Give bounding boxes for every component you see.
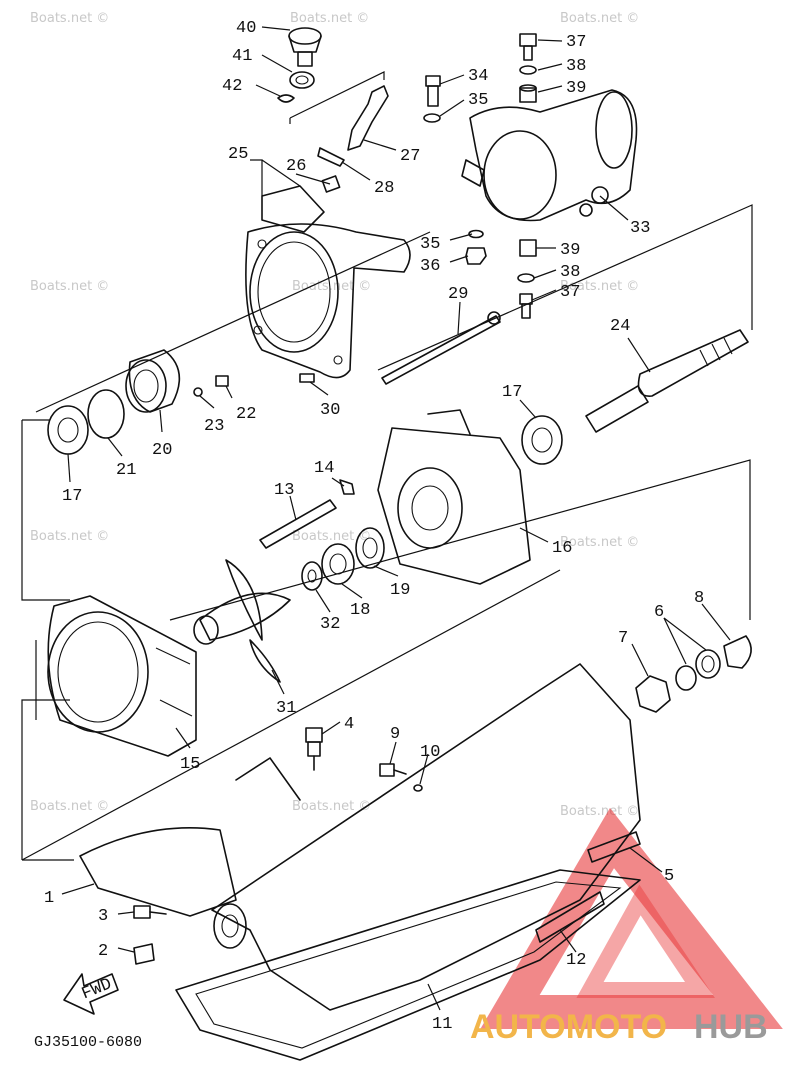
vent-cap-assembly: [277, 27, 322, 103]
brand-logo: [480, 807, 783, 1029]
watermark-text: Boats.net ©: [292, 279, 371, 294]
callout-number: 10: [420, 743, 440, 762]
callout-number: 5: [664, 867, 674, 886]
callout-number: 39: [566, 79, 586, 98]
small-fasteners: [305, 727, 423, 792]
callout-number: 20: [152, 441, 172, 460]
watermark-text: Boats.net ©: [292, 529, 371, 544]
assembly-frame-lines: [21, 71, 753, 861]
callout-number: 17: [502, 383, 522, 402]
watermark-text: Boats.net ©: [30, 279, 109, 294]
callout-number: 2: [98, 942, 108, 961]
jet-nozzle-housing: [245, 185, 411, 383]
callout-number: 23: [204, 417, 224, 436]
callout-number: 29: [448, 285, 468, 304]
callout-number: 24: [610, 317, 630, 336]
callout-number: 40: [236, 19, 256, 38]
callout-number: 17: [62, 487, 82, 506]
callout-number: 41: [232, 47, 252, 66]
callout-number: 9: [390, 725, 400, 744]
callout-number: 30: [320, 401, 340, 420]
callout-number: 7: [618, 629, 628, 648]
callout-number: 12: [566, 951, 586, 970]
callout-number: 8: [694, 589, 704, 608]
brand-triangle-inner-icon: [576, 884, 715, 998]
callout-number: 31: [276, 699, 296, 718]
fwd-arrow-icon: FWD: [63, 973, 119, 1015]
callout-number: 42: [222, 77, 242, 96]
callout-number: 16: [552, 539, 572, 558]
bolts-mid: [465, 229, 537, 319]
shafts: [381, 311, 749, 433]
callout-number: 36: [420, 257, 440, 276]
pump-outlet-housing: [461, 89, 638, 222]
callout-number: 18: [350, 601, 370, 620]
callout-number: 11: [432, 1015, 452, 1034]
callout-number: 15: [180, 755, 200, 774]
callout-number: 6: [654, 603, 664, 622]
bolts-top: [423, 33, 537, 123]
watermark-text: Boats.net ©: [560, 279, 639, 294]
callout-leaders: [61, 26, 731, 1011]
watermark-text: Boats.net ©: [30, 799, 109, 814]
callout-number: 4: [344, 715, 354, 734]
callout-number: 32: [320, 615, 340, 634]
callout-number: 21: [116, 461, 136, 480]
callout-number: 37: [566, 33, 586, 52]
watermark-text: Boats.net ©: [30, 529, 109, 544]
callout-number: 1: [44, 889, 54, 908]
callout-number: 26: [286, 157, 306, 176]
callout-number: 25: [228, 145, 248, 164]
callout-number: 19: [390, 581, 410, 600]
callout-labels: 40 41 42 34 35 37 38 39 25 26 27 28 33 3…: [44, 19, 704, 1034]
watermark-text: Boats.net ©: [560, 535, 639, 550]
brand-triangle-icon: [480, 807, 783, 1029]
fwd-label: FWD: [79, 975, 114, 1004]
callout-number: 33: [630, 219, 650, 238]
brand-name-part2: HUB: [694, 1008, 768, 1046]
diagram-code: GJ35100-6080: [34, 1034, 142, 1051]
brand-wordmark: AUTOMOTO HUB: [470, 1008, 768, 1046]
callout-number: 34: [468, 67, 488, 86]
callout-number: 22: [236, 405, 256, 424]
callout-number: 13: [274, 481, 294, 500]
intake-duct: [47, 595, 197, 757]
callout-number: 35: [420, 235, 440, 254]
brand-name-part1: AUTOMOTO: [470, 1008, 667, 1046]
main-housing: [79, 663, 641, 1061]
watermarks: Boats.net © Boats.net © Boats.net © Boat…: [30, 11, 639, 819]
pump-body: [377, 409, 531, 585]
impeller-parts: [259, 479, 385, 591]
watermark-text: Boats.net ©: [30, 11, 109, 26]
callout-number: 27: [400, 147, 420, 166]
callout-number: 28: [374, 179, 394, 198]
watermark-text: Boats.net ©: [292, 799, 371, 814]
bearings: [47, 389, 563, 465]
callout-number: 35: [468, 91, 488, 110]
callout-number: 38: [560, 263, 580, 282]
callout-number: 3: [98, 907, 108, 926]
watermark-text: Boats.net ©: [560, 804, 639, 819]
watermark-text: Boats.net ©: [560, 11, 639, 26]
callout-number: 38: [566, 57, 586, 76]
inlet-cone: [125, 349, 229, 413]
nut-stack: [635, 635, 752, 713]
impeller: [193, 559, 291, 683]
callout-number: 14: [314, 459, 334, 478]
watermark-text: Boats.net ©: [290, 11, 369, 26]
callout-number: 37: [560, 283, 580, 302]
callout-number: 39: [560, 241, 580, 260]
housing-fasteners: [133, 905, 167, 965]
hose-assembly: [317, 85, 389, 193]
